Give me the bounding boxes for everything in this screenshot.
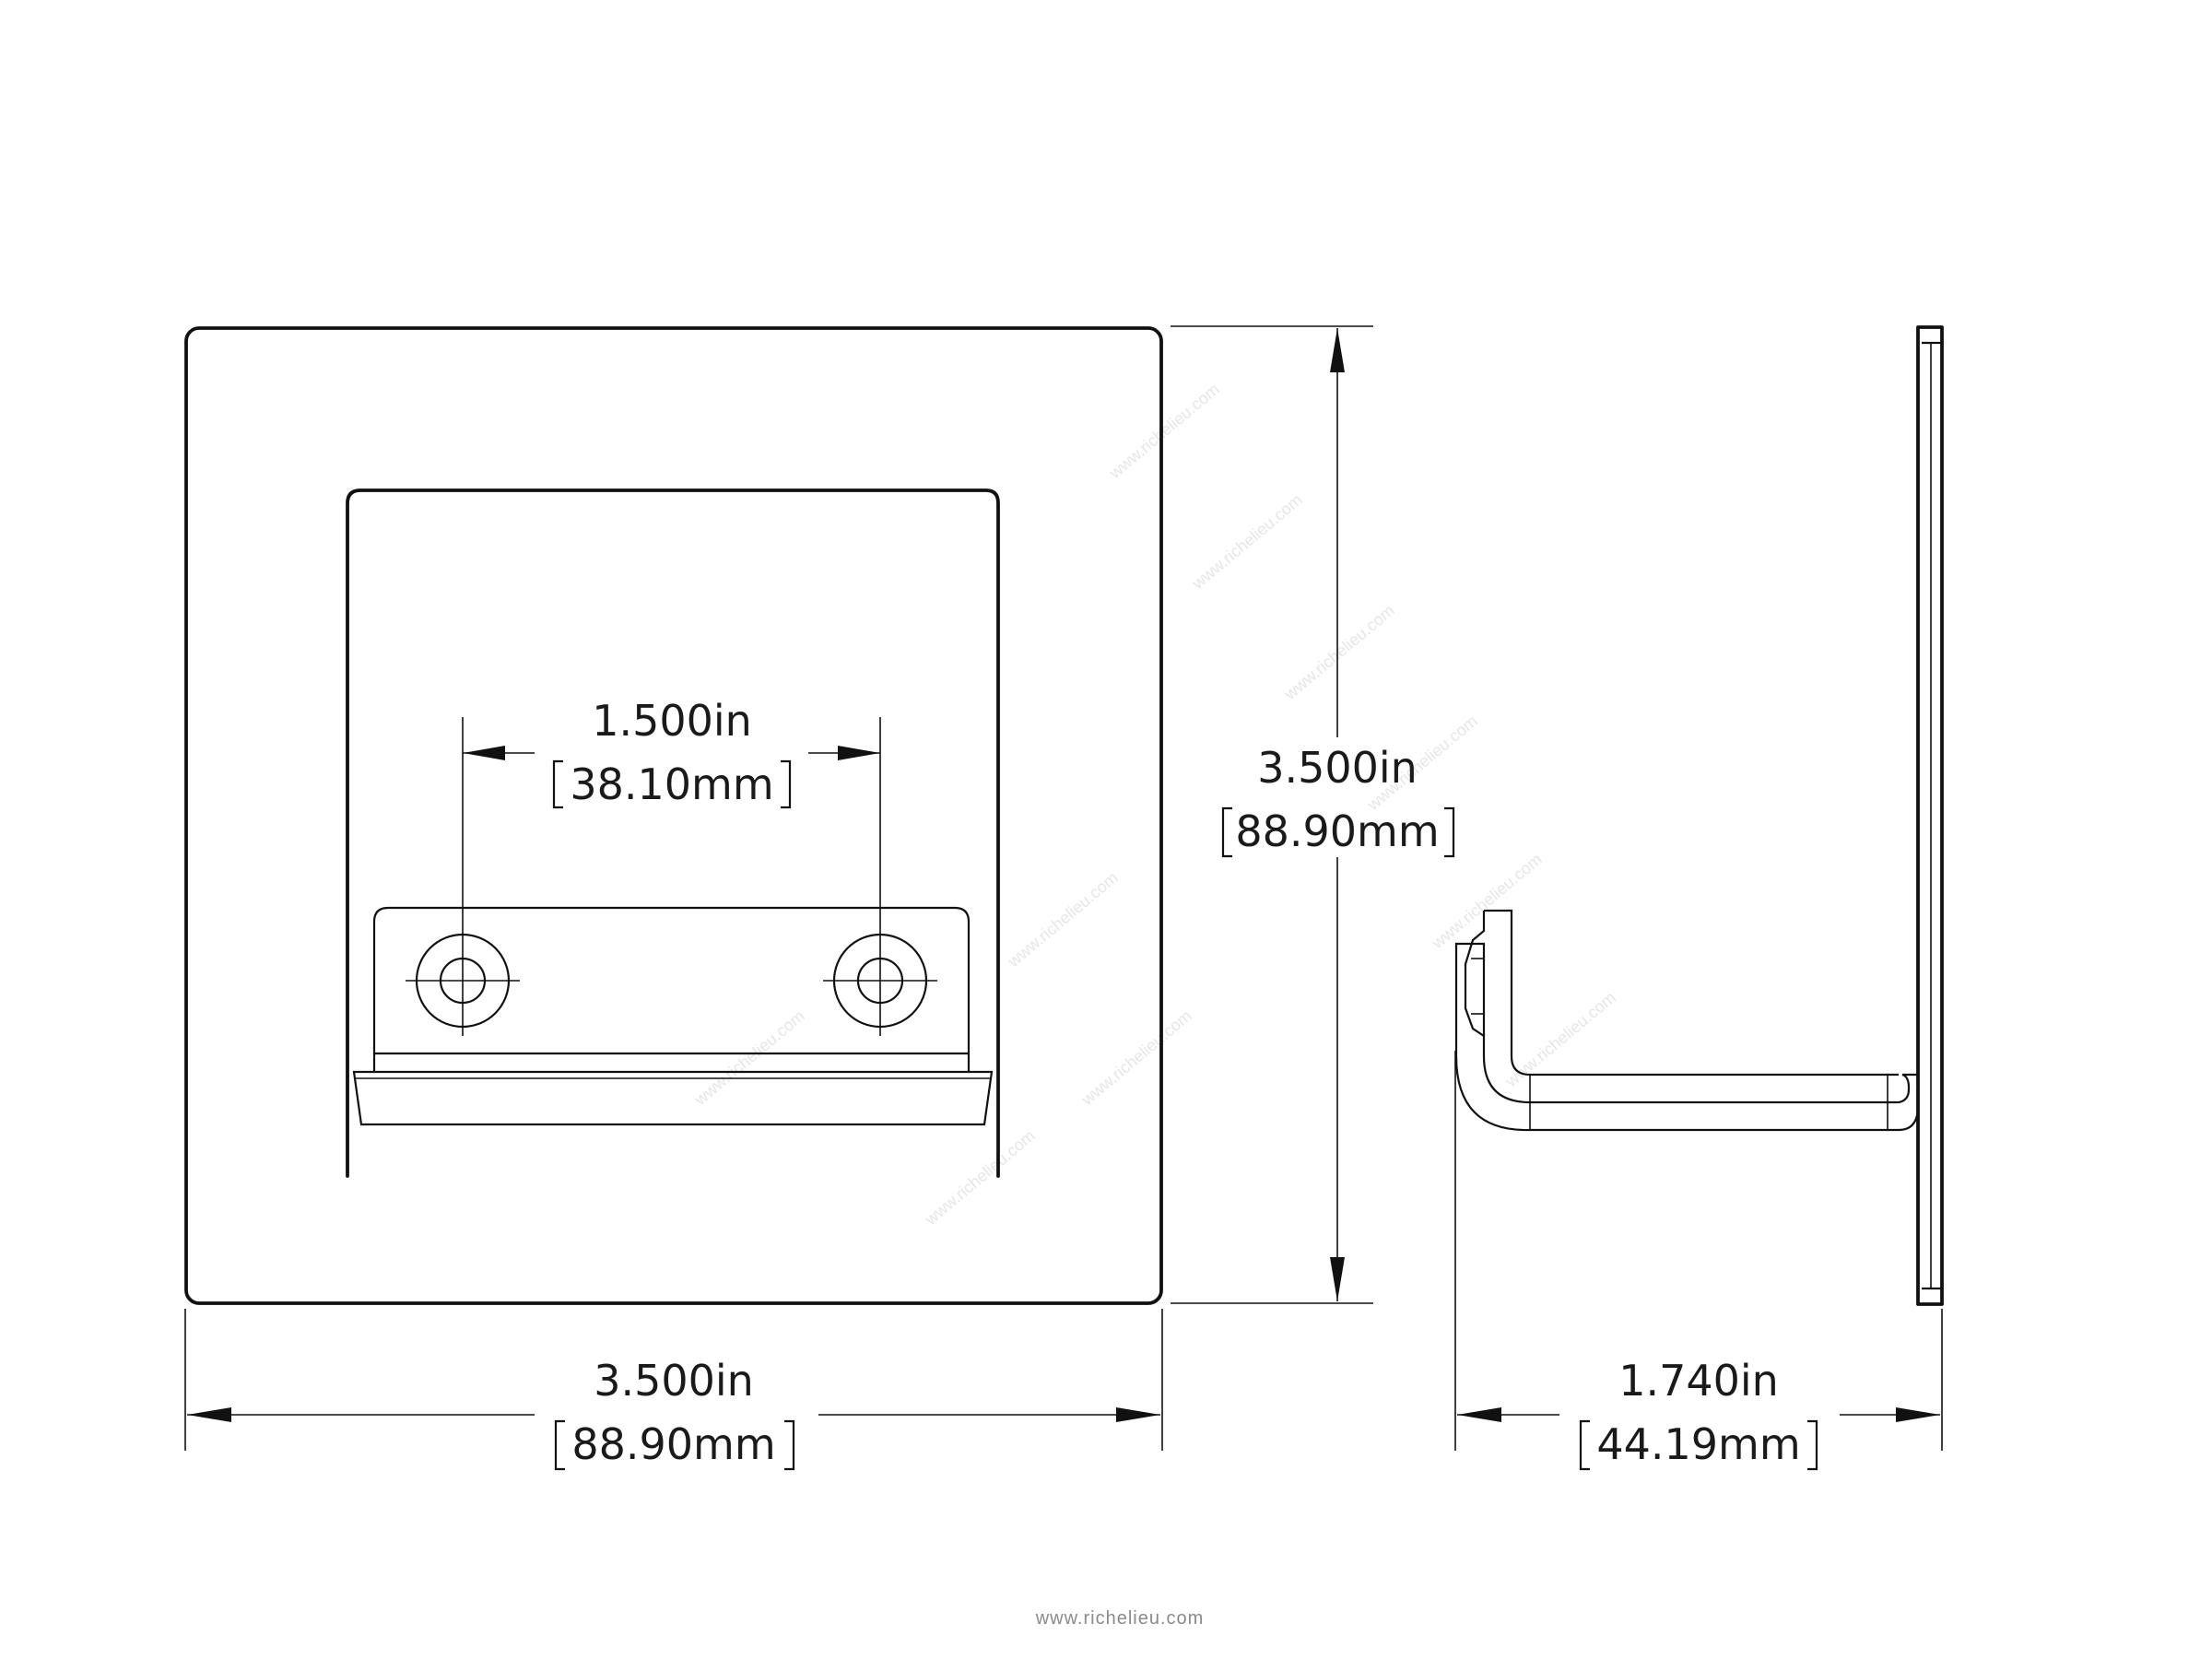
watermark-2: www.richelieu.com bbox=[1188, 490, 1306, 594]
side-plate bbox=[1916, 325, 1944, 1306]
projection-depth-dimension bbox=[1454, 1051, 1943, 1451]
handle-end bbox=[1484, 909, 1899, 1077]
plate-height-bracket-left bbox=[1221, 806, 1232, 858]
projection-depth-bracket-left bbox=[1579, 1419, 1590, 1471]
projection-depth-imperial: 1.740in bbox=[1618, 1356, 1779, 1406]
plate-height-dimension bbox=[1171, 325, 1373, 1304]
hole-spacing-metric: 38.10mm bbox=[570, 759, 773, 809]
plate-height-imperial: 3.500in bbox=[1257, 743, 1418, 793]
pull-plate bbox=[372, 906, 971, 1053]
handle-arm bbox=[1454, 942, 1920, 1132]
watermark-3: www.richelieu.com bbox=[1280, 601, 1398, 704]
plate-height-bracket-right bbox=[1444, 806, 1455, 858]
watermarks: www.richelieu.com www.richelieu.com www.… bbox=[690, 380, 1619, 1230]
plate-width-dimension bbox=[184, 1309, 1163, 1451]
plate-width-bracket-left bbox=[554, 1419, 565, 1471]
projection-depth-metric: 44.19mm bbox=[1596, 1419, 1800, 1469]
watermark-7: www.richelieu.com bbox=[1428, 850, 1546, 953]
hole-spacing-imperial: 1.500in bbox=[592, 696, 752, 746]
inner-recess bbox=[346, 488, 1000, 1178]
outer-plate bbox=[184, 326, 1163, 1305]
watermark-1: www.richelieu.com bbox=[1105, 380, 1223, 483]
hole-spacing-dimension bbox=[463, 746, 880, 760]
plate-width-imperial: 3.500in bbox=[594, 1356, 754, 1406]
watermark-5: www.richelieu.com bbox=[1004, 868, 1122, 971]
handle-end-face bbox=[1464, 911, 1486, 1037]
footer-url: www.richelieu.com bbox=[1035, 1608, 1205, 1629]
front-view: 1.500in 38.10mm bbox=[184, 326, 1163, 1305]
watermark-6: www.richelieu.com bbox=[1077, 1006, 1195, 1110]
finger-ledge bbox=[352, 1070, 994, 1126]
hole-spacing-bracket-right bbox=[781, 759, 792, 809]
side-view bbox=[1454, 325, 1944, 1306]
hole-spacing-bracket-left bbox=[552, 759, 563, 809]
projection-depth-bracket-right bbox=[1807, 1419, 1818, 1471]
center-lines bbox=[406, 717, 937, 1036]
watermark-10: www.richelieu.com bbox=[921, 1126, 1039, 1230]
watermark-9: www.richelieu.com bbox=[690, 1006, 808, 1110]
plate-width-metric: 88.90mm bbox=[571, 1419, 775, 1469]
plate-width-bracket-right bbox=[784, 1419, 795, 1471]
plate-height-metric: 88.90mm bbox=[1235, 806, 1439, 856]
